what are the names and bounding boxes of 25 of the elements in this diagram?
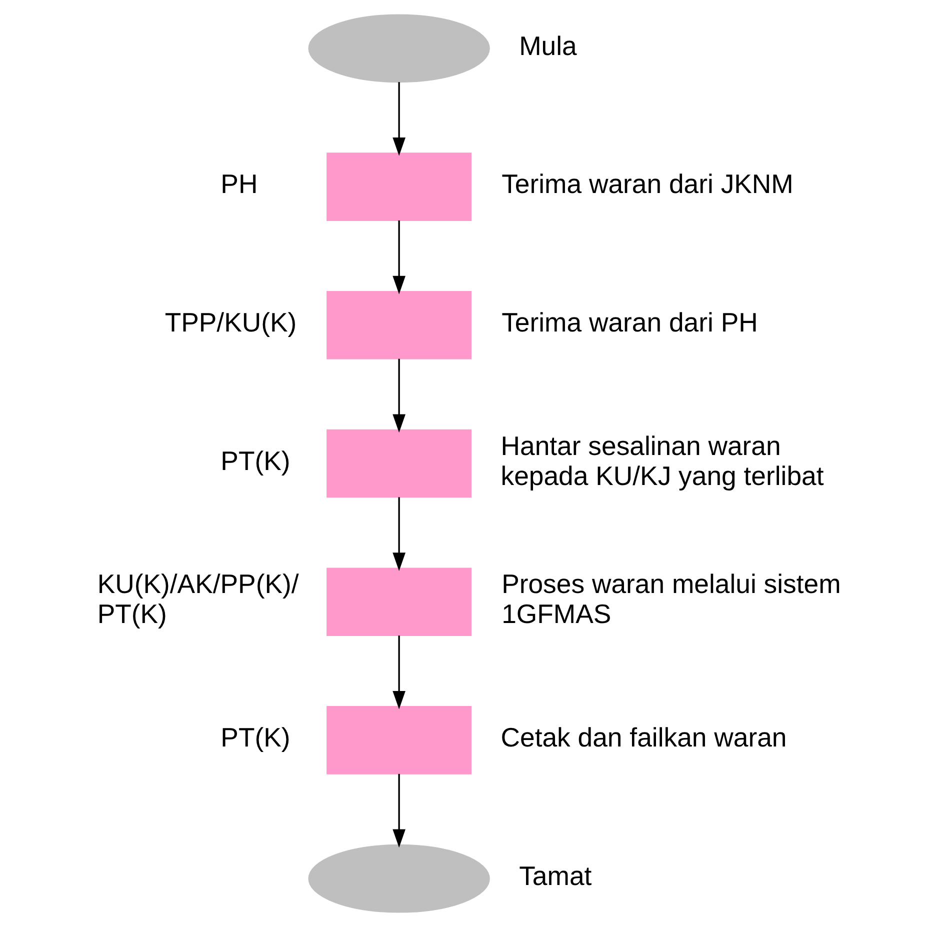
- arrow: [392, 220, 406, 294]
- node-label: PH: [220, 169, 258, 200]
- arrow: [392, 497, 406, 571]
- arrow: [392, 636, 406, 710]
- node-label: PT(K): [220, 446, 290, 476]
- node-ellipse: [308, 844, 490, 913]
- node-label: Terima waran dari JKNM: [502, 169, 794, 200]
- node-label: Cetak dan failkan waran: [500, 722, 787, 753]
- arrow: [392, 774, 406, 848]
- node-box: [326, 429, 472, 498]
- arrow: [392, 358, 406, 433]
- node-label: Mula: [519, 30, 577, 61]
- arrow: [392, 82, 406, 156]
- node-box: [326, 568, 472, 636]
- node-label: Tamat: [519, 860, 592, 891]
- node-label: PT(K): [220, 722, 290, 753]
- node-box: [326, 706, 472, 774]
- node-box: [326, 290, 472, 360]
- node-ellipse: [308, 14, 490, 83]
- node-label: KU(K)/AK/PP(K)/ PT(K): [97, 569, 299, 630]
- node-label: TPP/KU(K): [164, 307, 297, 338]
- node-label: Proses waran melalui sistem 1GFMAS: [502, 569, 841, 630]
- node-label: Terima waran dari PH: [502, 307, 758, 338]
- node-label: Hantar sesalinan waran kepada KU/KJ yang terlibat: [500, 430, 824, 491]
- node-box: [326, 152, 472, 221]
